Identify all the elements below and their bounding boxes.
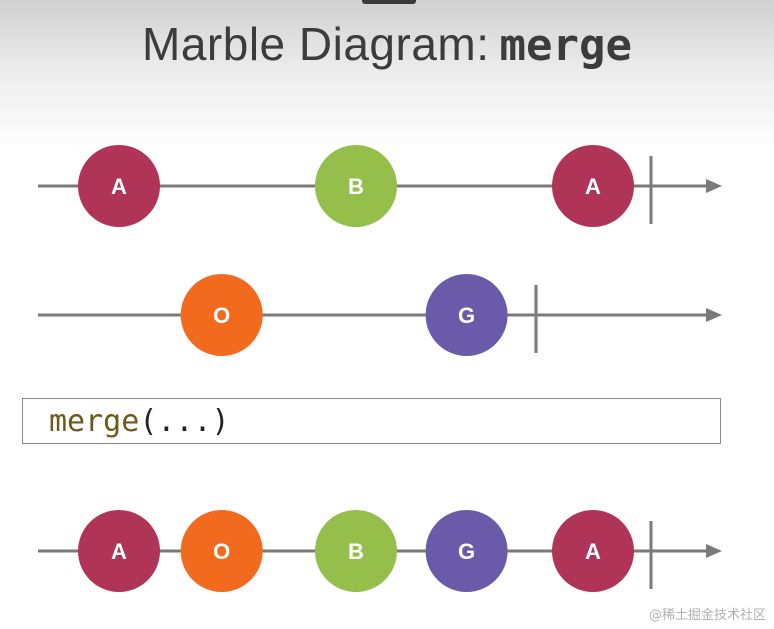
operator-box: merge(...) [22,398,721,444]
marble-label: A [585,539,601,564]
marble-o: O [180,510,263,592]
marble-g: G [425,274,508,356]
marble-a: A [78,145,160,227]
page-title: Marble Diagram:merge [0,14,774,76]
top-tab [362,0,416,4]
marble-label: A [585,174,601,199]
marble-a: A [552,145,634,227]
operator-name: merge [49,404,140,439]
marble-circle [552,510,634,592]
watermark: @稀土掘金技术社区 [648,608,766,623]
marble-circle [180,274,263,356]
marble-b: B [315,510,397,592]
marble-a: A [552,510,634,592]
marble-b: B [315,145,397,227]
marble-o: O [180,274,263,356]
title-text: Marble Diagram: [142,18,490,70]
marble-circle [425,510,508,592]
marble-circle [78,145,160,227]
marble-a: A [78,510,160,592]
marble-circle [180,510,263,592]
marble-label: B [348,174,364,199]
marble-g: G [425,510,508,592]
timeline-arrowhead [706,544,722,558]
timeline-arrowhead [706,308,722,322]
marble-label: B [348,539,364,564]
marble-circle [552,145,634,227]
marble-label: G [458,303,475,328]
marble-circle [78,510,160,592]
marble-label: A [111,174,127,199]
operator-label: merge(...) [49,403,230,441]
title-operator: merge [499,20,632,71]
marble-label: O [213,539,230,564]
marble-circle [425,274,508,356]
marble-circle [315,510,397,592]
timeline-arrowhead [706,179,722,193]
marble-circle [315,145,397,227]
marble-label: G [458,539,475,564]
operator-args: (...) [139,404,230,439]
marble-label: A [111,539,127,564]
marble-label: O [213,303,230,328]
